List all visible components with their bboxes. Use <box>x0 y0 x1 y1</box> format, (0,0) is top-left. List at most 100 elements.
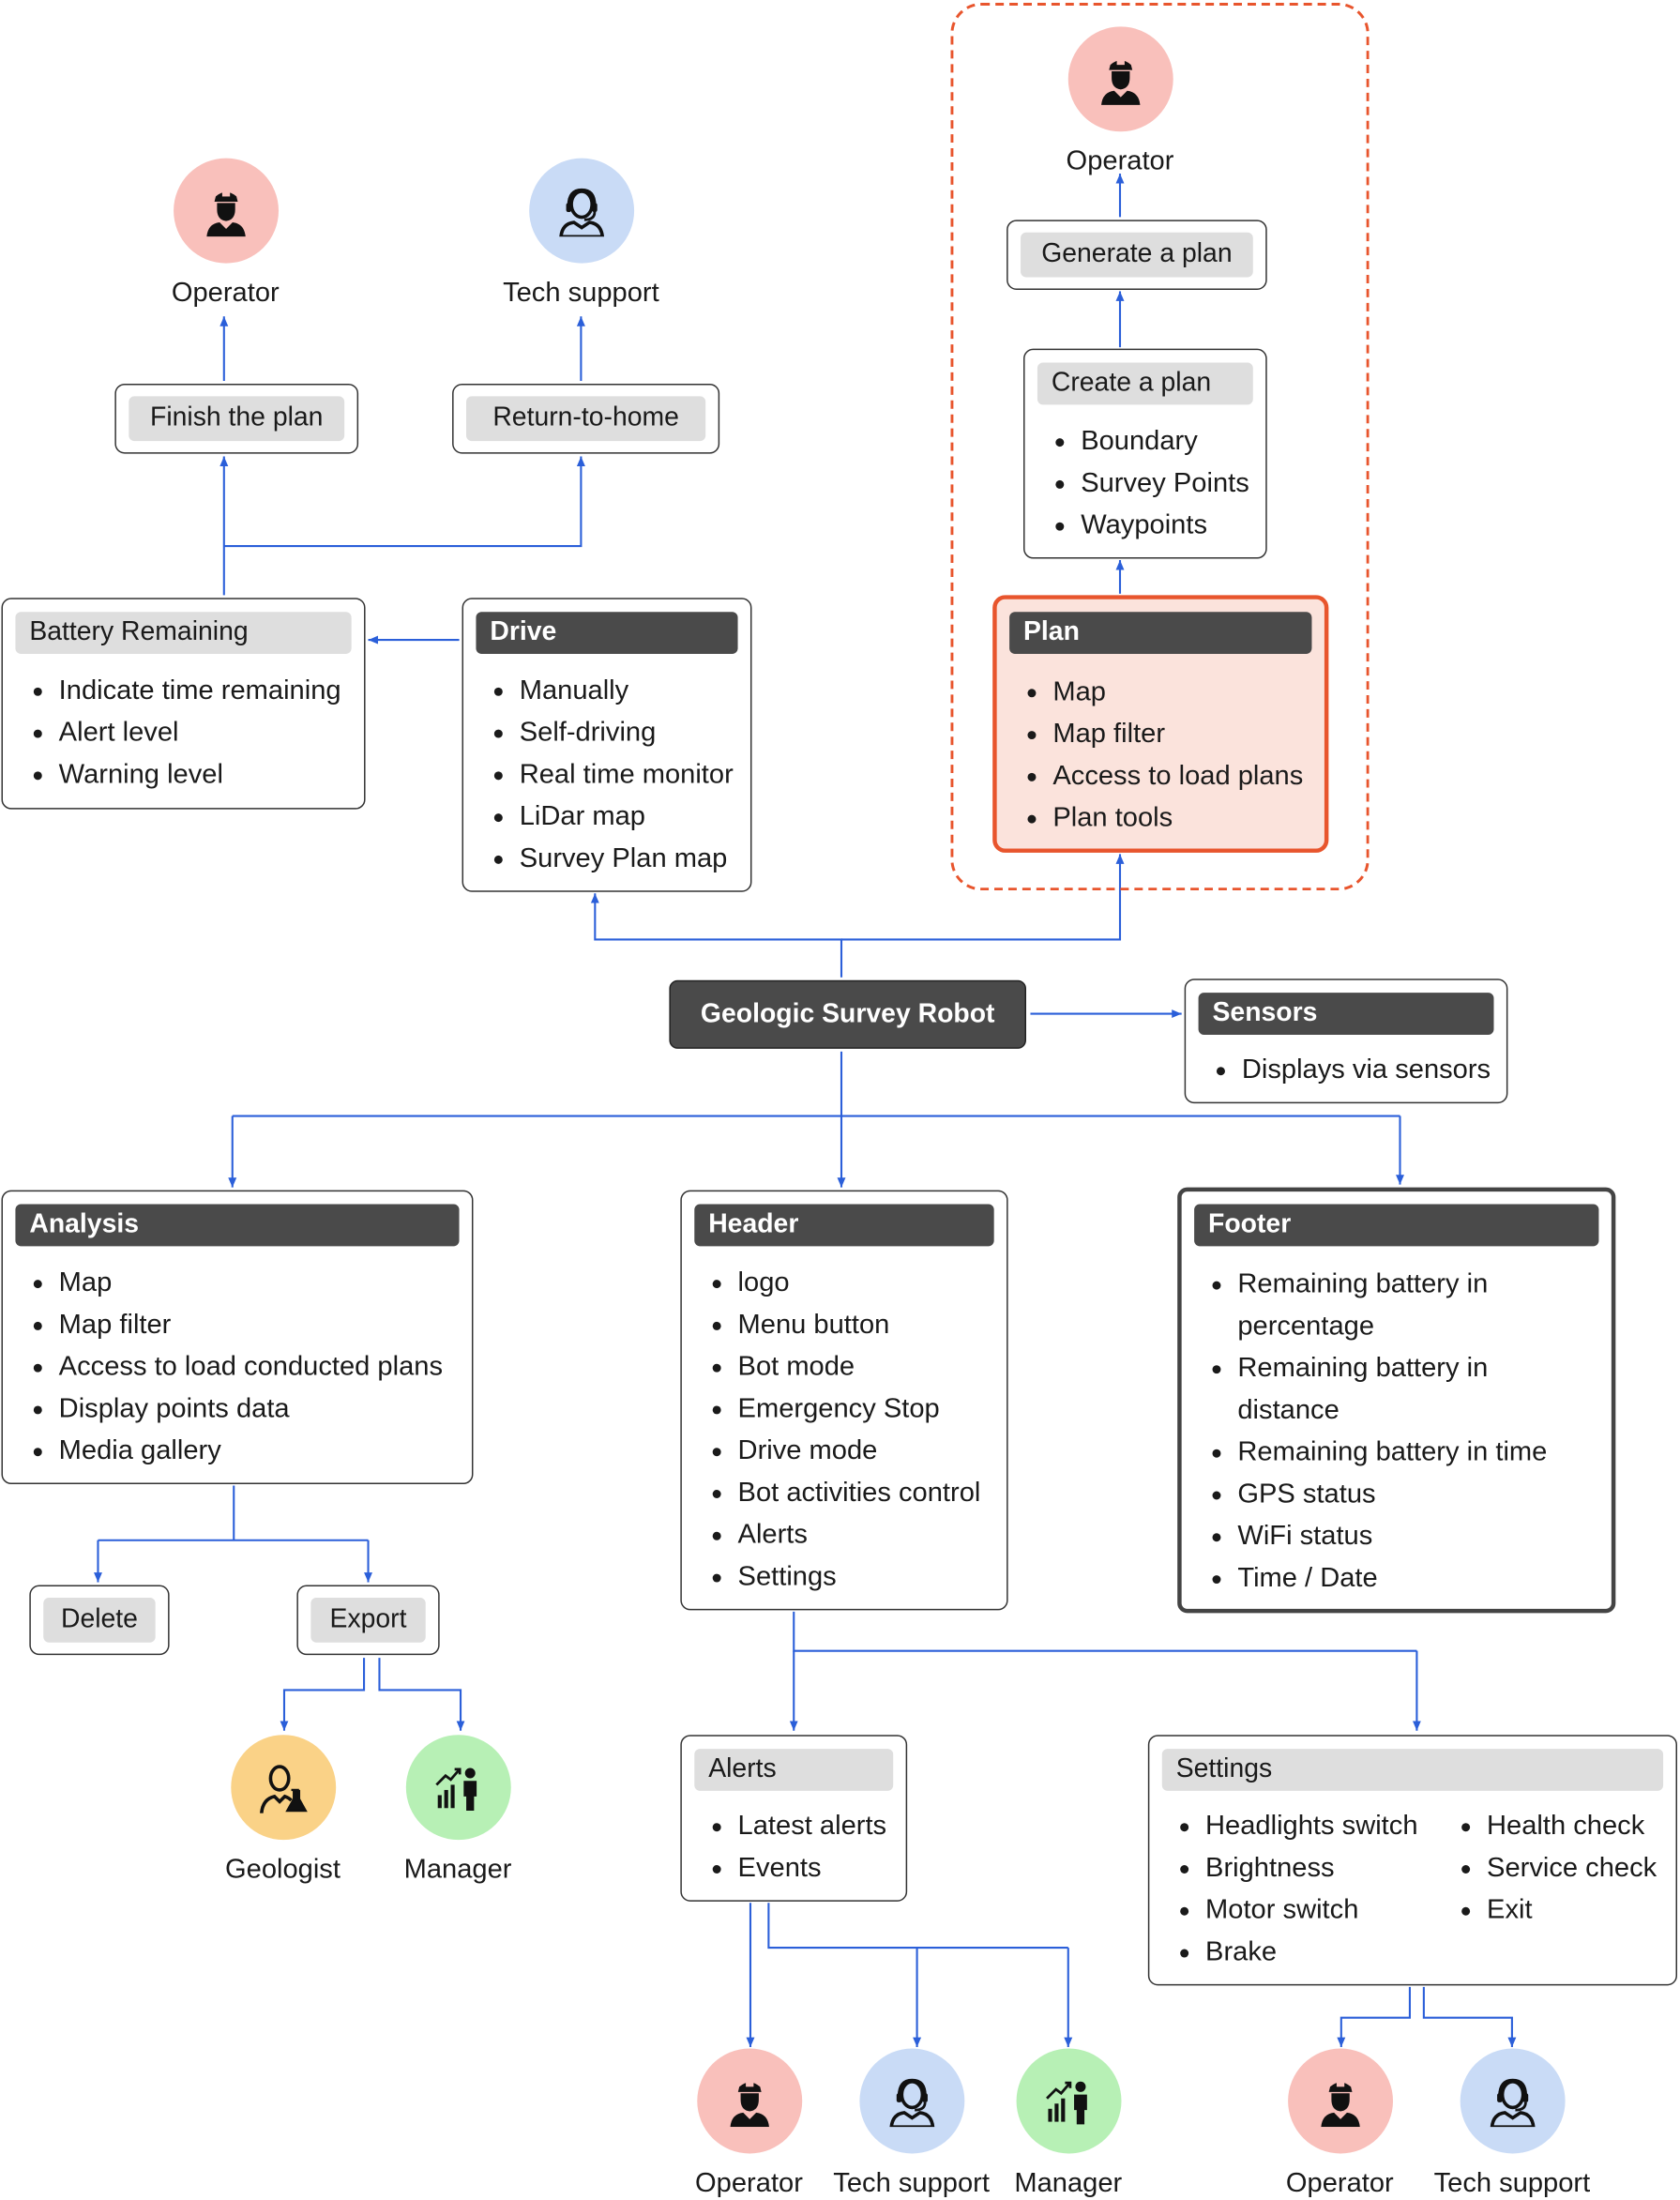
sensors-list: Displays via sensors <box>1186 1049 1491 1091</box>
persona-name: Operator <box>1066 145 1174 177</box>
list-item: LiDar map <box>520 796 734 838</box>
plan-node[interactable]: Plan Map Map filter Access to load plans… <box>992 595 1329 853</box>
return-to-home-label: Return-to-home <box>466 396 706 442</box>
analysis-node[interactable]: Analysis Map Map filter Access to load c… <box>1 1190 474 1485</box>
create-plan-list: Boundary Survey Points Waypoints <box>1025 420 1249 546</box>
edge-root-drive <box>590 893 843 978</box>
settings-list-left: Headlights switch Brightness Motor switc… <box>1149 1805 1417 1973</box>
list-item: Survey Plan map <box>520 838 734 880</box>
settings-node[interactable]: Settings Headlights switch Brightness Mo… <box>1147 1735 1678 1986</box>
list-item: Warning level <box>59 753 341 796</box>
persona-name: Tech support <box>1433 2167 1591 2199</box>
create-plan-node[interactable]: Create a plan Boundary Survey Points Way… <box>1023 348 1267 559</box>
persona-operator-plan[interactable]: Operator <box>1036 26 1203 177</box>
list-item: Latest alerts <box>738 1805 887 1847</box>
persona-tech-support[interactable]: Tech support <box>497 158 665 310</box>
list-item: Time / Date <box>1237 1557 1573 1600</box>
list-item: Real time monitor <box>520 753 734 796</box>
list-item: logo <box>738 1262 981 1304</box>
list-item: Health check <box>1487 1805 1657 1847</box>
battery-remaining-title: Battery Remaining <box>15 612 352 654</box>
list-item: Map <box>1052 671 1303 713</box>
operator-avatar <box>1067 26 1173 132</box>
persona-operator[interactable]: Operator <box>142 158 310 310</box>
alerts-list: Latest alerts Events <box>682 1805 887 1889</box>
list-item: Bot mode <box>738 1345 981 1388</box>
list-item: Remaining battery in percentage <box>1237 1263 1573 1347</box>
export-node[interactable]: Export <box>296 1585 440 1656</box>
list-item: Access to load conducted plans <box>59 1345 443 1388</box>
manager-avatar <box>1015 2048 1121 2154</box>
persona-name: Geologist <box>224 1854 341 1885</box>
operator-avatar <box>696 2048 802 2154</box>
list-item: Service check <box>1487 1847 1657 1889</box>
settings-list-right: Health check Service check Exit <box>1430 1805 1657 1931</box>
list-item: Motor switch <box>1205 1889 1417 1931</box>
tech-support-avatar <box>858 2048 964 2154</box>
persona-name: Tech support <box>833 2167 990 2199</box>
list-item: Brake <box>1205 1931 1417 1973</box>
list-item: GPS status <box>1237 1473 1573 1515</box>
sensors-title: Sensors <box>1198 993 1494 1035</box>
drive-title: Drive <box>476 612 738 654</box>
edge-root-children <box>232 1051 1400 1117</box>
persona-tech-support-alerts[interactable]: Tech support <box>827 2048 995 2200</box>
footer-node[interactable]: Footer Remaining battery in percentage R… <box>1177 1187 1616 1614</box>
finish-plan-node[interactable]: Finish the plan <box>114 383 359 454</box>
list-item: Media gallery <box>59 1430 443 1472</box>
list-item: Boundary <box>1081 420 1249 463</box>
footer-list: Remaining battery in percentage Remainin… <box>1182 1263 1574 1599</box>
return-to-home-node[interactable]: Return-to-home <box>452 383 720 454</box>
edge-export-manager <box>378 1658 465 1731</box>
list-item: Manually <box>520 669 734 711</box>
edge-header-split <box>793 1611 1417 1652</box>
list-item: Drive mode <box>738 1430 981 1472</box>
list-item: Display points data <box>59 1388 443 1430</box>
delete-node[interactable]: Delete <box>29 1585 170 1656</box>
finish-plan-label: Finish the plan <box>129 396 345 442</box>
persona-operator-alerts[interactable]: Operator <box>665 2048 833 2200</box>
drive-list: Manually Self-driving Real time monitor … <box>463 669 734 879</box>
persona-manager-alerts[interactable]: Manager <box>984 2048 1152 2200</box>
edge-alerts-split <box>767 1903 1068 1950</box>
list-item: Access to load plans <box>1052 754 1303 797</box>
generate-plan-node[interactable]: Generate a plan <box>1006 220 1267 290</box>
persona-manager[interactable]: Manager <box>373 1735 541 1886</box>
persona-name: Operator <box>171 277 280 309</box>
drive-node[interactable]: Drive Manually Self-driving Real time mo… <box>462 598 752 892</box>
root-node[interactable]: Geologic Survey Robot <box>669 979 1027 1049</box>
geologist-icon <box>259 1765 308 1813</box>
list-item: Exit <box>1487 1889 1657 1931</box>
operator-icon <box>1320 2081 1360 2128</box>
persona-tech-support-settings[interactable]: Tech support <box>1428 2048 1596 2200</box>
alerts-node[interactable]: Alerts Latest alerts Events <box>680 1735 908 1902</box>
edge-export-geologist <box>280 1658 366 1731</box>
list-item: Emergency Stop <box>738 1388 981 1430</box>
headset-icon <box>1490 2078 1535 2128</box>
geologist-avatar <box>230 1735 336 1841</box>
list-item: Headlights switch <box>1205 1805 1417 1847</box>
persona-operator-settings[interactable]: Operator <box>1256 2048 1424 2200</box>
persona-name: Manager <box>1014 2167 1123 2199</box>
analysis-list: Map Map filter Access to load conducted … <box>3 1262 443 1472</box>
delete-label: Delete <box>43 1597 156 1643</box>
list-item: Map filter <box>59 1304 443 1346</box>
plan-list: Map Map filter Access to load plans Plan… <box>997 671 1303 839</box>
manager-icon <box>1045 2081 1087 2125</box>
list-item: Alert level <box>59 711 341 753</box>
list-item: WiFi status <box>1237 1515 1573 1557</box>
persona-geologist[interactable]: Geologist <box>199 1735 367 1886</box>
tech-support-avatar <box>528 158 634 264</box>
operator-avatar <box>173 158 279 264</box>
edge-settings-operator <box>1337 1986 1411 2048</box>
header-node[interactable]: Header logo Menu button Bot mode Emergen… <box>680 1190 1008 1611</box>
tech-support-avatar <box>1459 2048 1565 2154</box>
edge-analysis-split <box>98 1485 369 1541</box>
plan-title: Plan <box>1009 612 1312 654</box>
export-label: Export <box>310 1597 426 1643</box>
create-plan-title: Create a plan <box>1037 362 1253 405</box>
generate-plan-label: Generate a plan <box>1021 232 1253 278</box>
sensors-node[interactable]: Sensors Displays via sensors <box>1184 979 1508 1104</box>
battery-remaining-node[interactable]: Battery Remaining Indicate time remainin… <box>1 598 366 810</box>
